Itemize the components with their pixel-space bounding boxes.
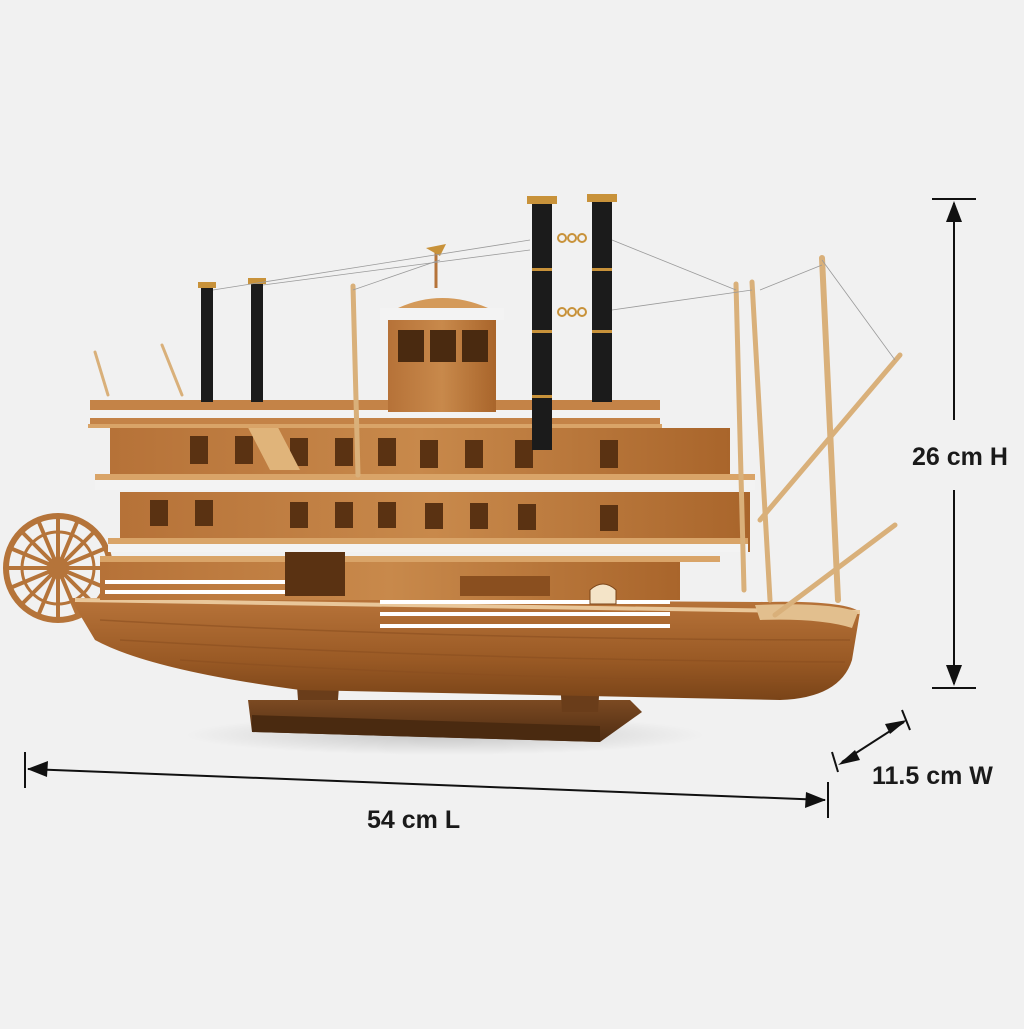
- dimension-lines: [24, 198, 976, 818]
- pilot-house: [380, 244, 504, 412]
- height-dimension-label: 26 cm H: [912, 443, 1008, 471]
- third-deck: [95, 412, 755, 490]
- length-dimension-label: 54 cm L: [367, 806, 461, 834]
- hull: [70, 598, 861, 700]
- rigging: [212, 239, 896, 361]
- width-dimension-label: 11.5 cm W: [872, 762, 993, 790]
- smokestacks: [198, 194, 617, 450]
- paddle-wheel: [3, 513, 113, 623]
- main-deck: [100, 552, 720, 628]
- second-deck: [108, 492, 750, 552]
- top-deck: [88, 400, 662, 428]
- masts-and-booms: [93, 255, 903, 618]
